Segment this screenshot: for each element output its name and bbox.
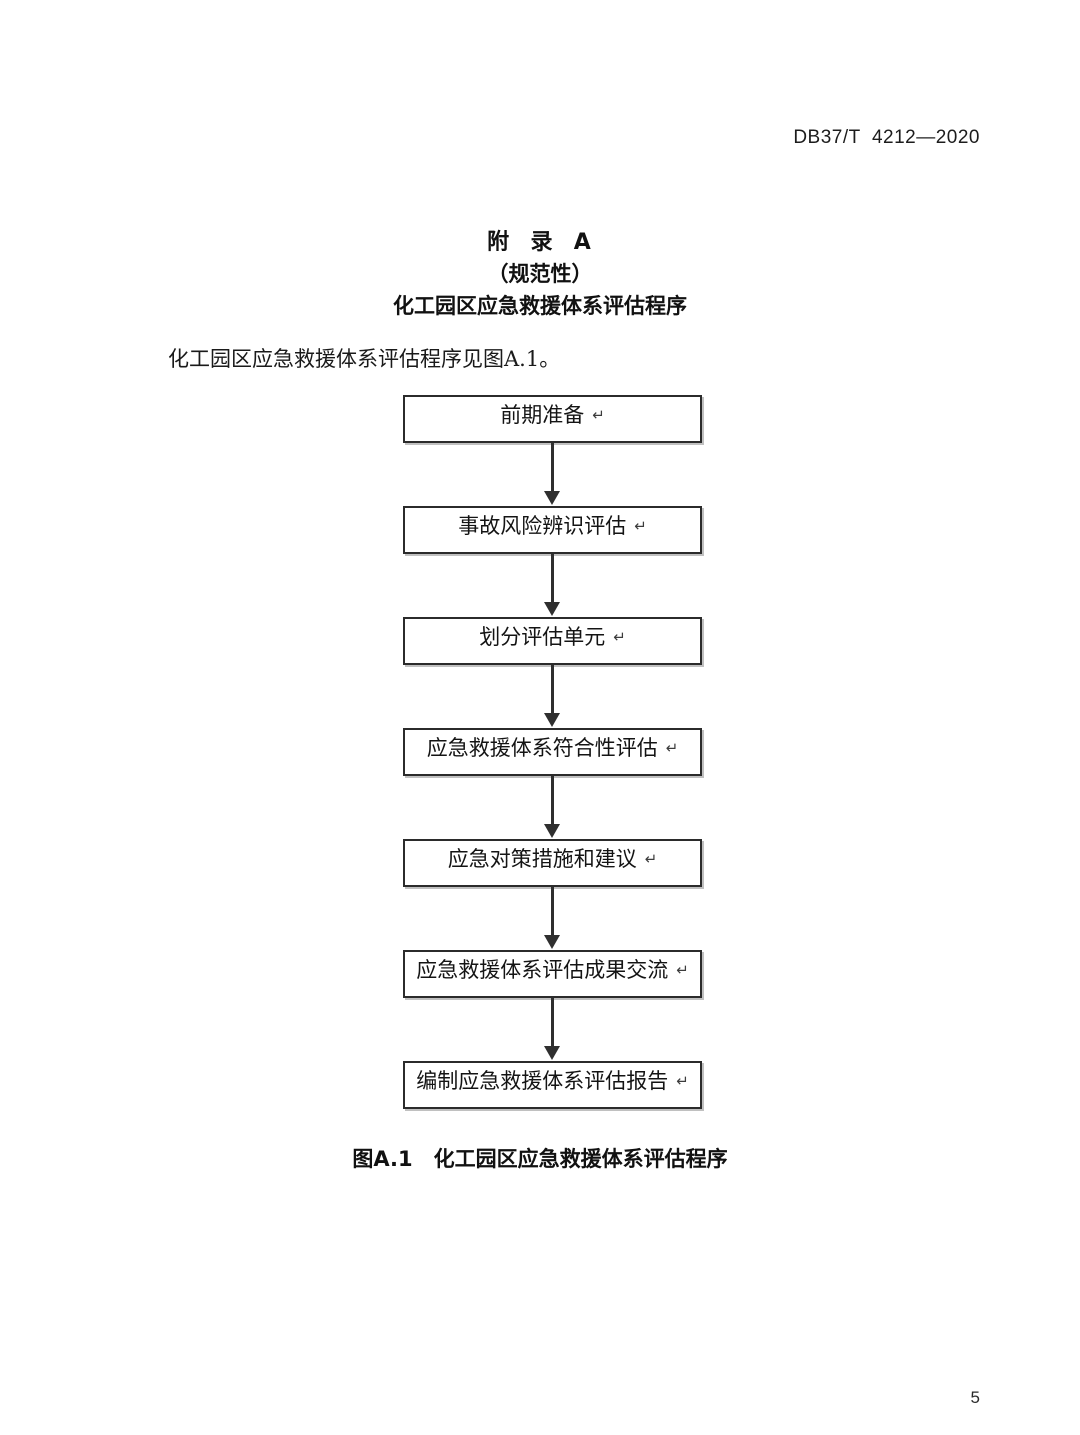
flow-arrow-head-icon <box>544 713 560 727</box>
paragraph-return-icon: ↵ <box>676 961 689 979</box>
paragraph-return-icon: ↵ <box>634 517 647 535</box>
flow-arrow-head-icon <box>544 1046 560 1060</box>
flow-arrow <box>403 554 702 617</box>
flow-arrow <box>403 887 702 950</box>
flow-node-label: 应急救援体系评估成果交流↵ <box>416 958 689 982</box>
flow-arrow-shaft <box>551 887 554 939</box>
flow-arrow <box>403 665 702 728</box>
paragraph-return-icon: ↵ <box>676 1072 689 1090</box>
flow-node: 应急对策措施和建议↵ <box>403 839 702 887</box>
flow-arrow-head-icon <box>544 602 560 616</box>
annex-label: 附 录 A <box>487 230 593 255</box>
flow-arrow-shaft <box>551 998 554 1050</box>
flow-node-label: 划分评估单元↵ <box>479 625 626 649</box>
flow-node-label: 应急救援体系符合性评估↵ <box>426 736 679 760</box>
flow-arrow-head-icon <box>544 491 560 505</box>
paragraph-return-icon: ↵ <box>665 739 679 757</box>
annex-name: 化工园区应急救援体系评估程序 <box>393 294 687 318</box>
flow-arrow-shaft <box>551 776 554 828</box>
flow-arrow-shaft <box>551 665 554 717</box>
annex-kind: （规范性） <box>487 262 593 286</box>
paragraph-return-icon: ↵ <box>644 850 658 868</box>
flow-node: 前期准备↵ <box>403 395 702 443</box>
flow-node-label: 编制应急救援体系评估报告↵ <box>416 1069 689 1093</box>
flow-arrow-head-icon <box>544 935 560 949</box>
flow-node-label: 应急对策措施和建议↵ <box>447 847 658 871</box>
flow-arrow-head-icon <box>544 824 560 838</box>
intro-paragraph: 化工园区应急救援体系评估程序见图A.1。 <box>168 347 561 371</box>
flow-arrow <box>403 443 702 506</box>
flow-node: 划分评估单元↵ <box>403 617 702 665</box>
flow-node-label: 事故风险辨识评估↵ <box>458 514 647 538</box>
flow-arrow-shaft <box>551 554 554 606</box>
flow-node: 编制应急救援体系评估报告↵ <box>403 1061 702 1109</box>
flow-arrow <box>403 998 702 1061</box>
annex-title-block: 附 录 A （规范性） 化工园区应急救援体系评估程序 <box>0 228 1080 323</box>
flow-arrow <box>403 776 702 839</box>
flow-arrow-shaft <box>551 443 554 495</box>
figure-caption: 图A.1 化工园区应急救援体系评估程序 <box>352 1147 728 1171</box>
paragraph-return-icon: ↵ <box>592 406 605 424</box>
flow-node: 事故风险辨识评估↵ <box>403 506 702 554</box>
flow-node: 应急救援体系评估成果交流↵ <box>403 950 702 998</box>
page-number: 5 <box>970 1388 980 1407</box>
paragraph-return-icon: ↵ <box>613 628 626 646</box>
evaluation-procedure-flowchart: 前期准备↵ 事故风险辨识评估↵ 划分评估单元↵ 应急救援体系符合性评估↵ 应急对策措施和… <box>403 395 703 1109</box>
page-header-standard-number: DB37/T 4212—2020 <box>793 127 980 148</box>
flow-node-label: 前期准备↵ <box>500 403 605 427</box>
flow-node: 应急救援体系符合性评估↵ <box>403 728 702 776</box>
